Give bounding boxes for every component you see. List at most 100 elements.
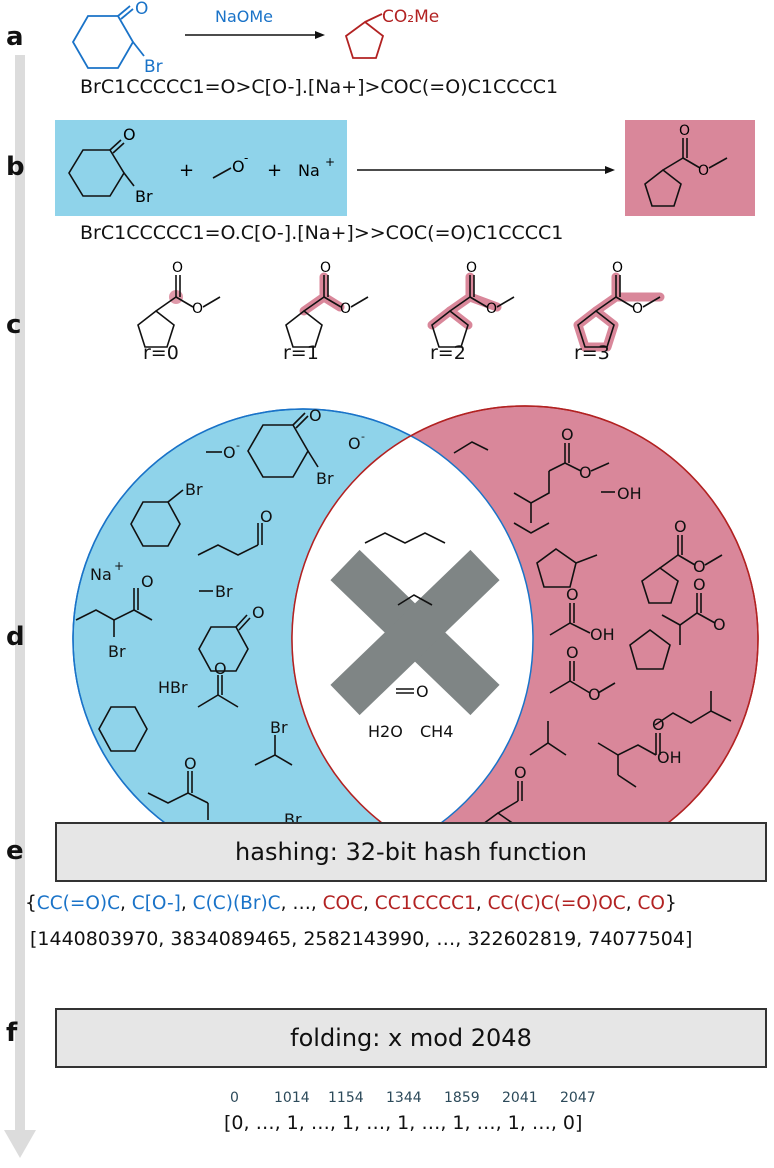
bit-index: 0 — [230, 1090, 239, 1106]
svg-text:O: O — [141, 572, 154, 591]
svg-text:O: O — [652, 715, 665, 734]
product-ester-o: O — [698, 163, 709, 179]
reactants-box — [55, 120, 347, 216]
bit-vector: [0, …, 1, …, 1, …, 1, …, 1, …, 1, …, 0] — [224, 1112, 583, 1134]
methoxide-charge: - — [244, 151, 248, 165]
set-sep: , — [120, 893, 132, 914]
svg-text:O: O — [320, 260, 331, 276]
set-sep: , — [363, 893, 375, 914]
structure-r2: O O — [427, 260, 515, 348]
set-open-brace: { — [25, 893, 37, 914]
svg-text:Br: Br — [316, 469, 334, 488]
svg-text:Br: Br — [215, 582, 233, 601]
svg-text:HBr: HBr — [158, 678, 188, 697]
plus-sign-1: + — [179, 160, 194, 181]
set-sep: , — [280, 893, 293, 914]
set-item-blue-1: CC(=O)C — [36, 893, 121, 914]
svg-text:O: O — [561, 425, 574, 444]
svg-text:O: O — [579, 463, 592, 482]
plus-sign-2: + — [267, 160, 282, 181]
venn-diagram: O - O Br O - Br O Na + O Br Br O HBr O B… — [72, 405, 759, 873]
panel-b-smiles: BrC1CCCCC1=O.C[O-].[Na+]>>COC(=O)C1CCCC1 — [80, 222, 564, 244]
reagent-label: NaOMe — [215, 7, 273, 26]
set-item-red-4: CO — [637, 893, 665, 914]
set-item-blue-2: C[O-] — [131, 893, 181, 914]
sodium-label: Na — [298, 161, 320, 180]
svg-text:-: - — [236, 439, 240, 452]
svg-text:CH4: CH4 — [420, 722, 453, 741]
fragment-set: {CC(=O)C, C[O-], C(C)(Br)C, …, COC, CC1C… — [25, 893, 774, 914]
svg-text:O: O — [713, 615, 726, 634]
set-item-red-3: CC(C)C(=O)OC — [487, 893, 626, 914]
svg-text:O: O — [514, 763, 527, 782]
set-item-red-2: CC1CCCC1 — [374, 893, 476, 914]
svg-text:Br: Br — [270, 718, 288, 737]
svg-text:O: O — [588, 685, 601, 704]
svg-text:O: O — [172, 260, 183, 276]
hashing-box: hashing: 32-bit hash function — [55, 822, 767, 882]
svg-text:O: O — [348, 434, 361, 453]
svg-text:O: O — [223, 443, 236, 462]
set-sep: , — [180, 893, 193, 914]
label-r0: r=0 — [143, 342, 179, 364]
panel-label-c: c — [6, 310, 22, 340]
bit-index: 1344 — [386, 1090, 422, 1106]
svg-text:O: O — [214, 659, 227, 678]
b-bromine: Br — [135, 187, 153, 206]
label-r3: r=3 — [574, 342, 610, 364]
svg-text:Br: Br — [108, 642, 126, 661]
svg-text:Na: Na — [90, 565, 112, 584]
svg-text:O: O — [252, 603, 265, 622]
svg-text:Br: Br — [185, 480, 203, 499]
ketone-o-label: O — [135, 0, 148, 19]
methyl-cyclopentanecarboxylate-structure — [344, 13, 385, 59]
svg-text:O: O — [309, 406, 322, 425]
vertical-flow-arrow — [4, 55, 36, 1158]
svg-text:-: - — [361, 430, 365, 443]
svg-text:O: O — [566, 643, 579, 662]
hash-values: [1440803970, 3834089465, 2582143990, …, … — [30, 928, 693, 950]
svg-text:+: + — [114, 559, 124, 573]
product-carbonyl-o: O — [679, 123, 690, 139]
svg-text:OH: OH — [590, 625, 615, 644]
svg-text:O: O — [674, 517, 687, 536]
svg-text:O: O — [260, 507, 273, 526]
bit-index: 1154 — [328, 1090, 364, 1106]
svg-text:OH: OH — [617, 484, 642, 503]
set-sep: , — [475, 893, 488, 914]
bit-index: 1859 — [444, 1090, 480, 1106]
panel-label-d: d — [6, 622, 25, 652]
product-box — [625, 120, 755, 216]
b-ketone-o: O — [123, 125, 136, 144]
sodium-charge: + — [325, 155, 335, 169]
panel-label-f: f — [6, 1018, 18, 1048]
bromocyclohexanone-structure — [71, 5, 145, 69]
intersection-region — [292, 409, 533, 869]
panel-c-radius-structures: O O O O — [137, 260, 665, 352]
svg-text:O: O — [466, 260, 477, 276]
svg-text:O: O — [612, 260, 623, 276]
svg-text:O: O — [184, 754, 197, 773]
set-ellipsis: … — [292, 893, 311, 914]
panel-a-smiles: BrC1CCCCC1=O>C[O-].[Na+]>COC(=O)C1CCCC1 — [80, 76, 559, 98]
label-r2: r=2 — [430, 342, 466, 364]
svg-text:O: O — [566, 585, 579, 604]
set-sep: , — [625, 893, 638, 914]
svg-text:O: O — [693, 557, 706, 576]
structure-r3: O O — [573, 260, 665, 352]
set-close-brace: } — [664, 893, 677, 914]
structure-r0: O O — [137, 260, 221, 348]
svg-text:O: O — [340, 301, 351, 317]
panel-label-e: e — [6, 836, 24, 866]
panel-label-a: a — [6, 22, 24, 52]
svg-text:O: O — [693, 575, 706, 594]
bit-index: 2041 — [502, 1090, 538, 1106]
svg-text:H2O: H2O — [368, 722, 403, 741]
bit-index: 2047 — [560, 1090, 596, 1106]
bit-indices: 0 1014 1154 1344 1859 2041 2047 — [224, 1090, 644, 1110]
svg-text:O: O — [192, 301, 203, 317]
structure-r1: O O — [285, 260, 369, 348]
bromine-label: Br — [144, 57, 163, 77]
set-item-blue-3: C(C)(Br)C — [192, 893, 281, 914]
svg-text:O: O — [416, 682, 429, 701]
